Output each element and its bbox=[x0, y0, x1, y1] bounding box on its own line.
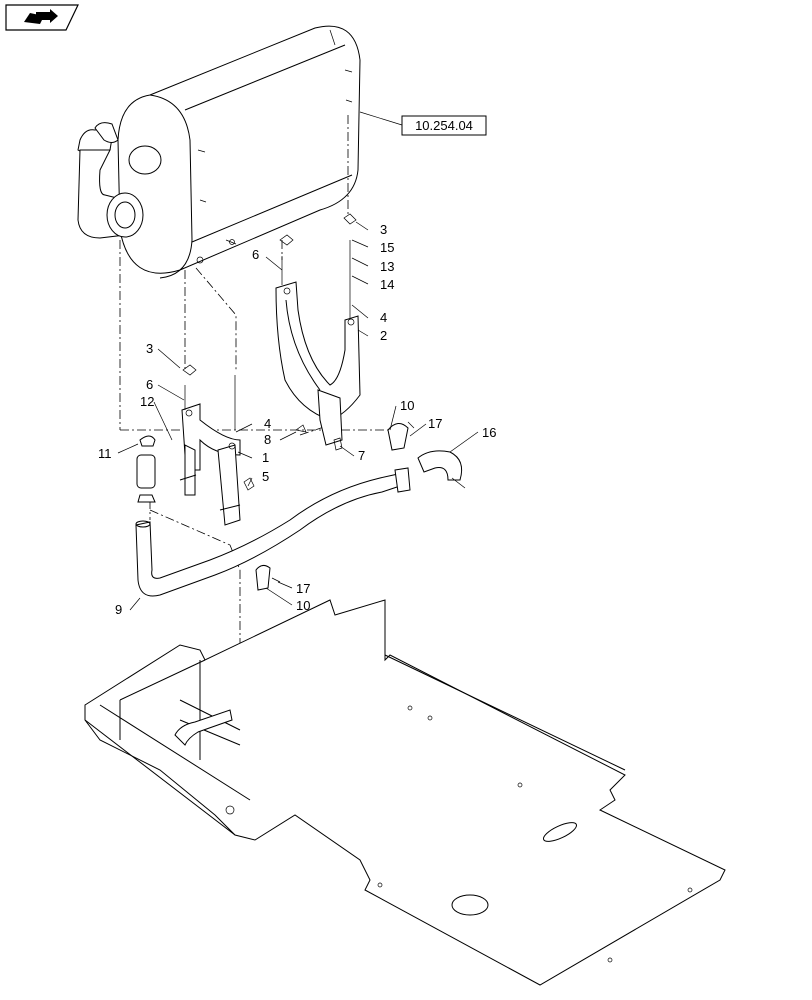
book-arrow-icon bbox=[24, 9, 58, 24]
callout-15[interactable]: 15 bbox=[380, 240, 394, 255]
tail-pipe bbox=[135, 450, 466, 597]
callout-9[interactable]: 9 bbox=[115, 602, 122, 617]
pipe-clamps bbox=[255, 421, 415, 591]
fasteners bbox=[136, 213, 357, 503]
callouts: 3 15 13 14 6 4 2 3 6 12 4 8 11 1 5 7 10 … bbox=[98, 222, 496, 617]
left-bracket bbox=[179, 403, 241, 526]
muffler bbox=[77, 25, 361, 279]
next-page-button[interactable] bbox=[5, 4, 79, 31]
reference-box[interactable]: 10.254.04 bbox=[359, 111, 487, 136]
platform-frame bbox=[84, 599, 726, 986]
callout-6[interactable]: 6 bbox=[146, 377, 153, 392]
callout-10[interactable]: 10 bbox=[296, 598, 310, 613]
callout-11[interactable]: 11 bbox=[98, 446, 112, 461]
callout-17[interactable]: 17 bbox=[296, 581, 310, 596]
callout-10[interactable]: 10 bbox=[400, 398, 414, 413]
callout-8[interactable]: 8 bbox=[264, 432, 271, 447]
callout-12[interactable]: 12 bbox=[140, 394, 154, 409]
callout-17[interactable]: 17 bbox=[428, 416, 442, 431]
callout-1[interactable]: 1 bbox=[262, 450, 269, 465]
right-bracket bbox=[275, 281, 361, 446]
reference-label: 10.254.04 bbox=[415, 118, 473, 133]
callout-4[interactable]: 4 bbox=[380, 310, 387, 325]
callout-13[interactable]: 13 bbox=[380, 259, 394, 274]
callout-6[interactable]: 6 bbox=[252, 247, 259, 262]
callout-7[interactable]: 7 bbox=[358, 448, 365, 463]
callout-5[interactable]: 5 bbox=[262, 469, 269, 484]
callout-4[interactable]: 4 bbox=[264, 416, 271, 431]
callout-14[interactable]: 14 bbox=[380, 277, 394, 292]
callout-3[interactable]: 3 bbox=[146, 341, 153, 356]
callout-2[interactable]: 2 bbox=[380, 328, 387, 343]
callout-3[interactable]: 3 bbox=[380, 222, 387, 237]
leader-lines bbox=[117, 221, 479, 611]
callout-16[interactable]: 16 bbox=[482, 425, 496, 440]
